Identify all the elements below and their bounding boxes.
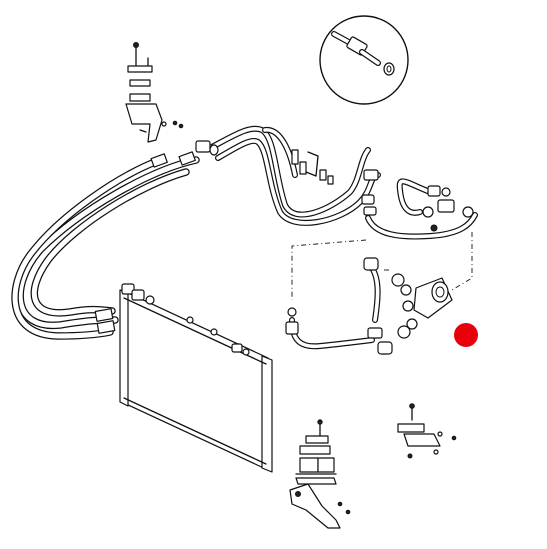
hose-fitting-left bbox=[94, 151, 196, 334]
steel-oil-line-right bbox=[365, 178, 478, 240]
steel-oil-line-lower bbox=[285, 307, 383, 350]
bracket-assembly-lower-right bbox=[397, 403, 457, 459]
inset-fitting bbox=[331, 31, 395, 76]
pipe-end-fittings bbox=[195, 140, 379, 216]
detail-inset bbox=[319, 15, 409, 105]
callout-marker-dot bbox=[454, 323, 478, 347]
steel-oil-lines-upper bbox=[195, 125, 381, 226]
pipe-clamps-upper bbox=[291, 149, 334, 185]
oil-cooler-hoses bbox=[11, 151, 200, 340]
assembly-lines bbox=[291, 232, 473, 300]
bracket-assembly-lower bbox=[289, 419, 351, 529]
radiator-top-fittings bbox=[121, 283, 250, 356]
bracket-assembly-upper-left bbox=[125, 42, 184, 143]
thermostat-assembly bbox=[363, 257, 453, 355]
oil-cooler-radiator bbox=[119, 283, 273, 473]
